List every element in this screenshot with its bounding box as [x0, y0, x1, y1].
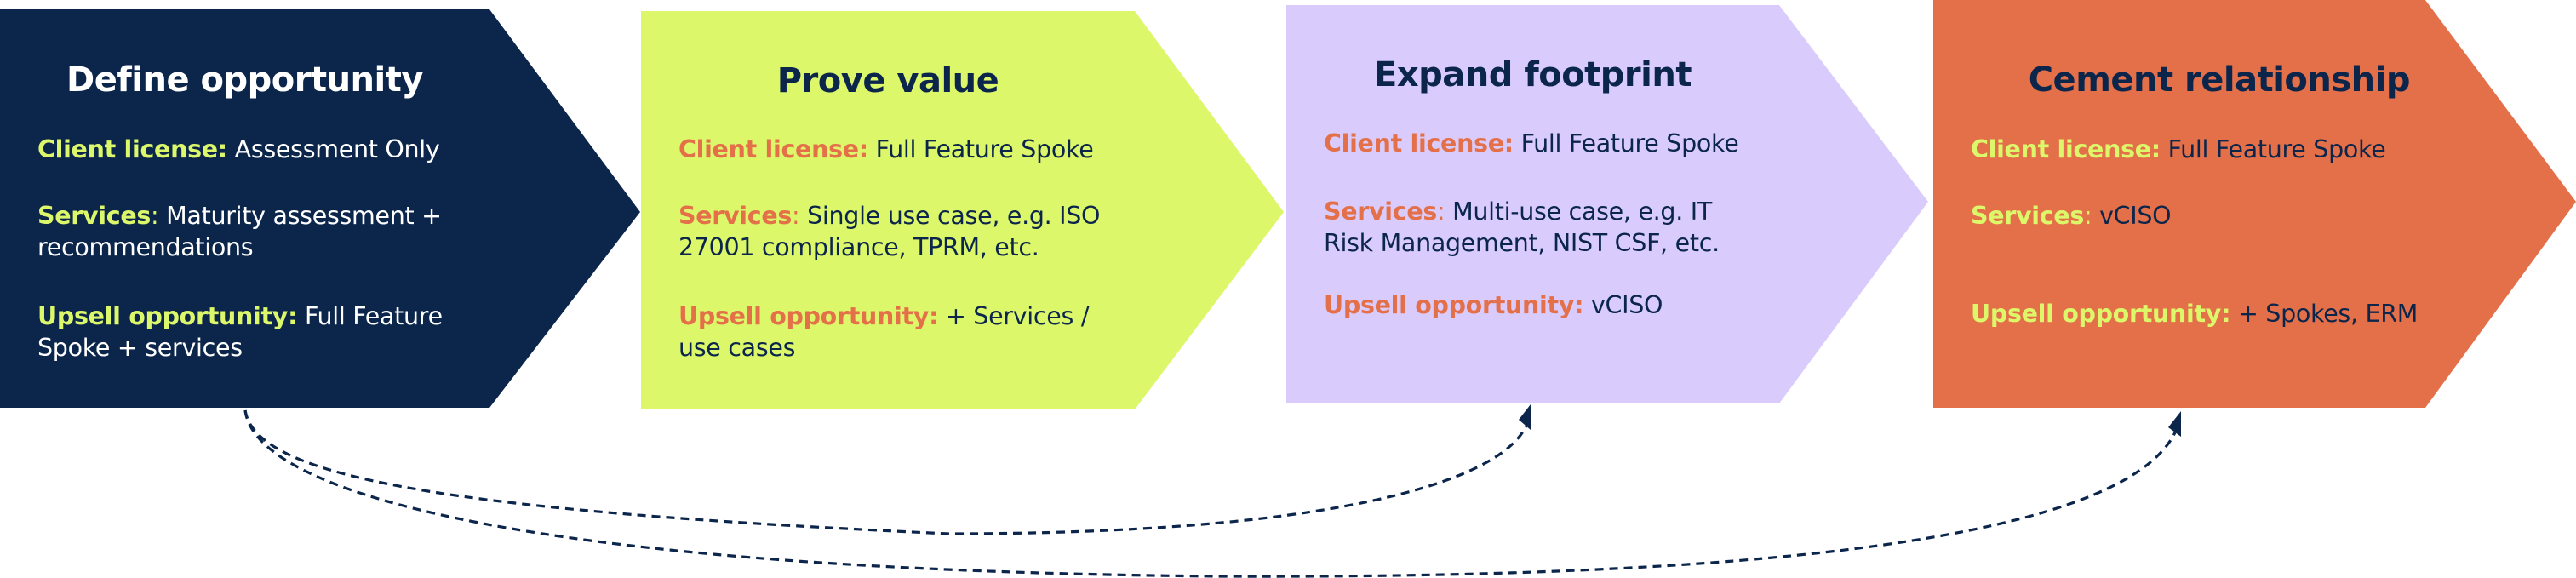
client-license-row: Client license: Full Feature Spoke [678, 134, 1130, 165]
upsell-label: Upsell opportunity: [678, 302, 939, 330]
upsell-row: Upsell opportunity: + Services / use cas… [678, 300, 1121, 363]
stage-title: Expand footprint [1374, 55, 1692, 94]
upsell-label: Upsell opportunity: [1324, 291, 1584, 319]
arrowhead-cement-relationship-icon [2168, 411, 2181, 437]
upsell-row: Upsell opportunity: Full Feature Spoke +… [37, 300, 480, 363]
upsell-value: + Services / use cases [678, 302, 1090, 362]
services-label: Services [37, 202, 152, 230]
connector-define-to-expand [243, 409, 1528, 535]
upsell-value: + Spokes, ERM [2230, 300, 2418, 328]
stage-title: Define opportunity [66, 60, 423, 100]
client-license-row: Client license: Full Feature Spoke [1324, 128, 1775, 159]
stage-title: Cement relationship [2028, 60, 2411, 100]
arrowhead-expand-footprint-icon [1519, 404, 1531, 430]
services-colon: : [2084, 202, 2092, 230]
services-row: Services: Maturity assessment + recommen… [37, 200, 480, 263]
services-colon: : [792, 202, 800, 230]
services-value: Single use case, e.g. ISO 27001 complian… [678, 202, 1101, 261]
services-value: Multi-use case, e.g. IT Risk Management,… [1324, 197, 1720, 257]
services-row: Services: vCISO [1971, 200, 2430, 232]
upsell-value: vCISO [1583, 291, 1663, 319]
services-label: Services [1971, 202, 2085, 230]
services-row: Services: Single use case, e.g. ISO 2700… [678, 200, 1130, 263]
services-colon: : [1437, 197, 1445, 226]
client-license-row: Client license: Full Feature Spoke [1971, 134, 2447, 165]
stage-title: Prove value [776, 61, 999, 100]
upsell-value: Full Feature Spoke + services [37, 302, 443, 362]
client-license-value: Full Feature Spoke [1513, 129, 1739, 157]
services-colon: : [151, 202, 159, 230]
services-value: Maturity assessment + recommendations [37, 202, 442, 261]
client-license-label: Client license: [1324, 129, 1514, 157]
client-license-label: Client license: [37, 135, 227, 163]
upsell-label: Upsell opportunity: [1971, 300, 2231, 328]
client-license-value: Assessment Only [226, 135, 440, 163]
stage-shape-cement-relationship [1933, 0, 2576, 408]
client-license-row: Client license: Assessment Only [37, 134, 480, 165]
services-label: Services [678, 202, 793, 230]
upsell-row: Upsell opportunity: vCISO [1324, 289, 1775, 321]
upsell-label: Upsell opportunity: [37, 302, 298, 330]
services-label: Services [1324, 197, 1438, 226]
connector-define-to-cement [243, 409, 2177, 578]
client-license-label: Client license: [1971, 135, 2161, 163]
stage-shape-define-opportunity [0, 9, 640, 408]
stage-shape-prove-value [641, 11, 1284, 409]
services-value: vCISO [2092, 202, 2172, 230]
client-license-label: Client license: [678, 135, 868, 163]
services-row: Services: Multi-use case, e.g. IT Risk M… [1324, 196, 1766, 259]
client-license-value: Full Feature Spoke [2160, 135, 2386, 163]
stage-shape-expand-footprint [1286, 5, 1928, 403]
client-license-value: Full Feature Spoke [867, 135, 1094, 163]
upsell-row: Upsell opportunity: + Spokes, ERM [1971, 298, 2447, 329]
